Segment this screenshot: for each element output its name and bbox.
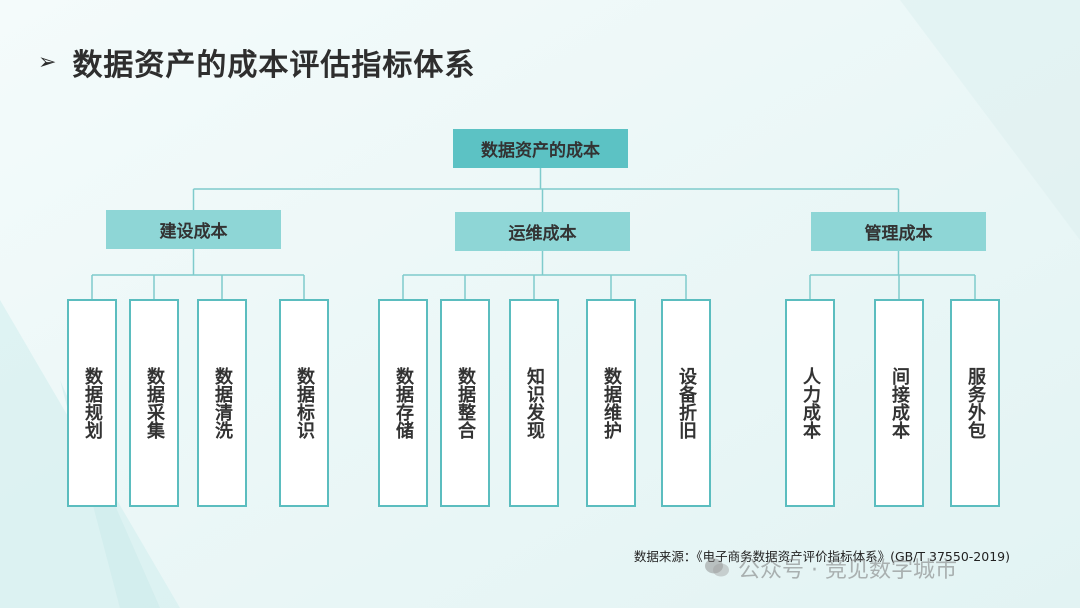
watermark: 公众号 · 竞见数字城市 (704, 552, 957, 584)
leaf-node: 数据采集 (129, 299, 179, 507)
category-node-0: 建设成本 (106, 210, 281, 249)
watermark-text: 公众号 · 竞见数字城市 (738, 558, 957, 583)
leaf-node: 间接成本 (874, 299, 924, 507)
arrow-bullet-icon: ➢ (38, 49, 57, 75)
leaf-node: 数据清洗 (197, 299, 247, 507)
leaf-node: 数据规划 (67, 299, 117, 507)
leaf-node: 设备折旧 (661, 299, 711, 507)
leaf-node: 人力成本 (785, 299, 835, 507)
leaf-node: 知识发现 (509, 299, 559, 507)
category-node-2: 管理成本 (811, 212, 986, 251)
source-footnote: 数据来源：《电子商务数据资产评价指标体系》(GB/T 37550-2019) (633, 549, 1010, 564)
leaf-node: 数据标识 (279, 299, 329, 507)
leaf-node: 数据整合 (440, 299, 490, 507)
leaf-node: 数据存储 (378, 299, 428, 507)
root-node: 数据资产的成本 (453, 129, 628, 168)
category-node-1: 运维成本 (455, 212, 630, 251)
leaf-node: 数据维护 (586, 299, 636, 507)
page-title: 数据资产的成本评估指标体系 (72, 48, 476, 83)
title-row: ➢ 数据资产的成本评估指标体系 (38, 40, 475, 84)
leaf-node: 服务外包 (950, 299, 1000, 507)
wechat-icon (704, 557, 730, 579)
